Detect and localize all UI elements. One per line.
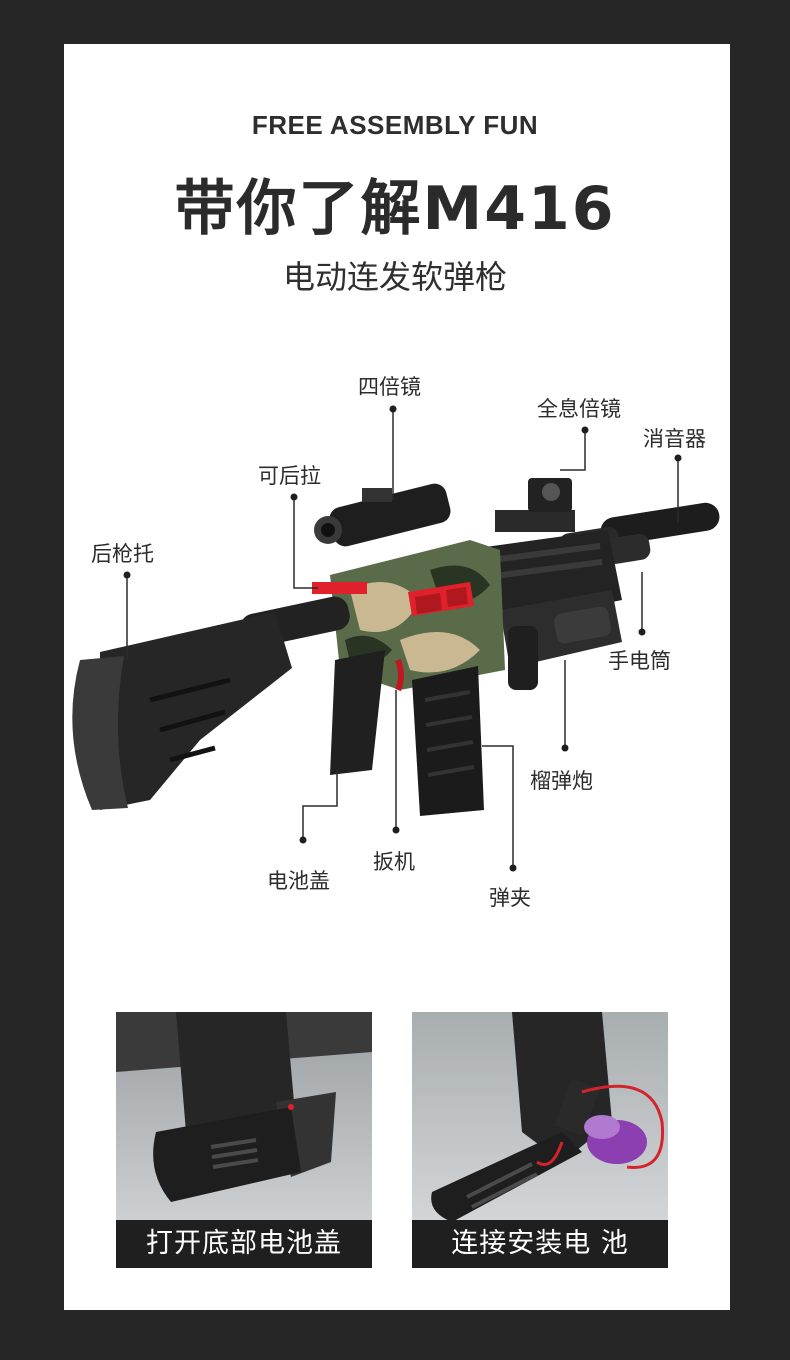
page-title: 带你了解M416 <box>174 174 616 244</box>
eyebrow-text: FREE ASSEMBLY FUN <box>251 110 539 140</box>
label-silencer: 消音器 <box>643 427 706 451</box>
label-magazine: 弹夹 <box>489 886 531 910</box>
page-subtitle: 电动连发软弹枪 <box>282 258 507 296</box>
label-flashlight: 手电筒 <box>608 649 671 673</box>
label-stock: 后枪托 <box>91 542 154 566</box>
photo-open-battery-cover: 打开底部电池盖 <box>116 1012 372 1268</box>
label-scope-4x: 四倍镜 <box>358 375 421 399</box>
photo-connect-battery: 连接安装电 池 <box>412 1012 668 1268</box>
label-charging-handle: 可后拉 <box>258 464 321 488</box>
label-trigger: 扳机 <box>373 850 415 874</box>
caption-connect-battery: 连接安装电 池 <box>412 1220 668 1268</box>
caption-open-battery-cover: 打开底部电池盖 <box>116 1220 372 1268</box>
label-battery-cover: 电池盖 <box>267 869 330 893</box>
label-holo-sight: 全息倍镜 <box>537 397 621 421</box>
label-grenade-launcher: 榴弹炮 <box>530 769 593 793</box>
